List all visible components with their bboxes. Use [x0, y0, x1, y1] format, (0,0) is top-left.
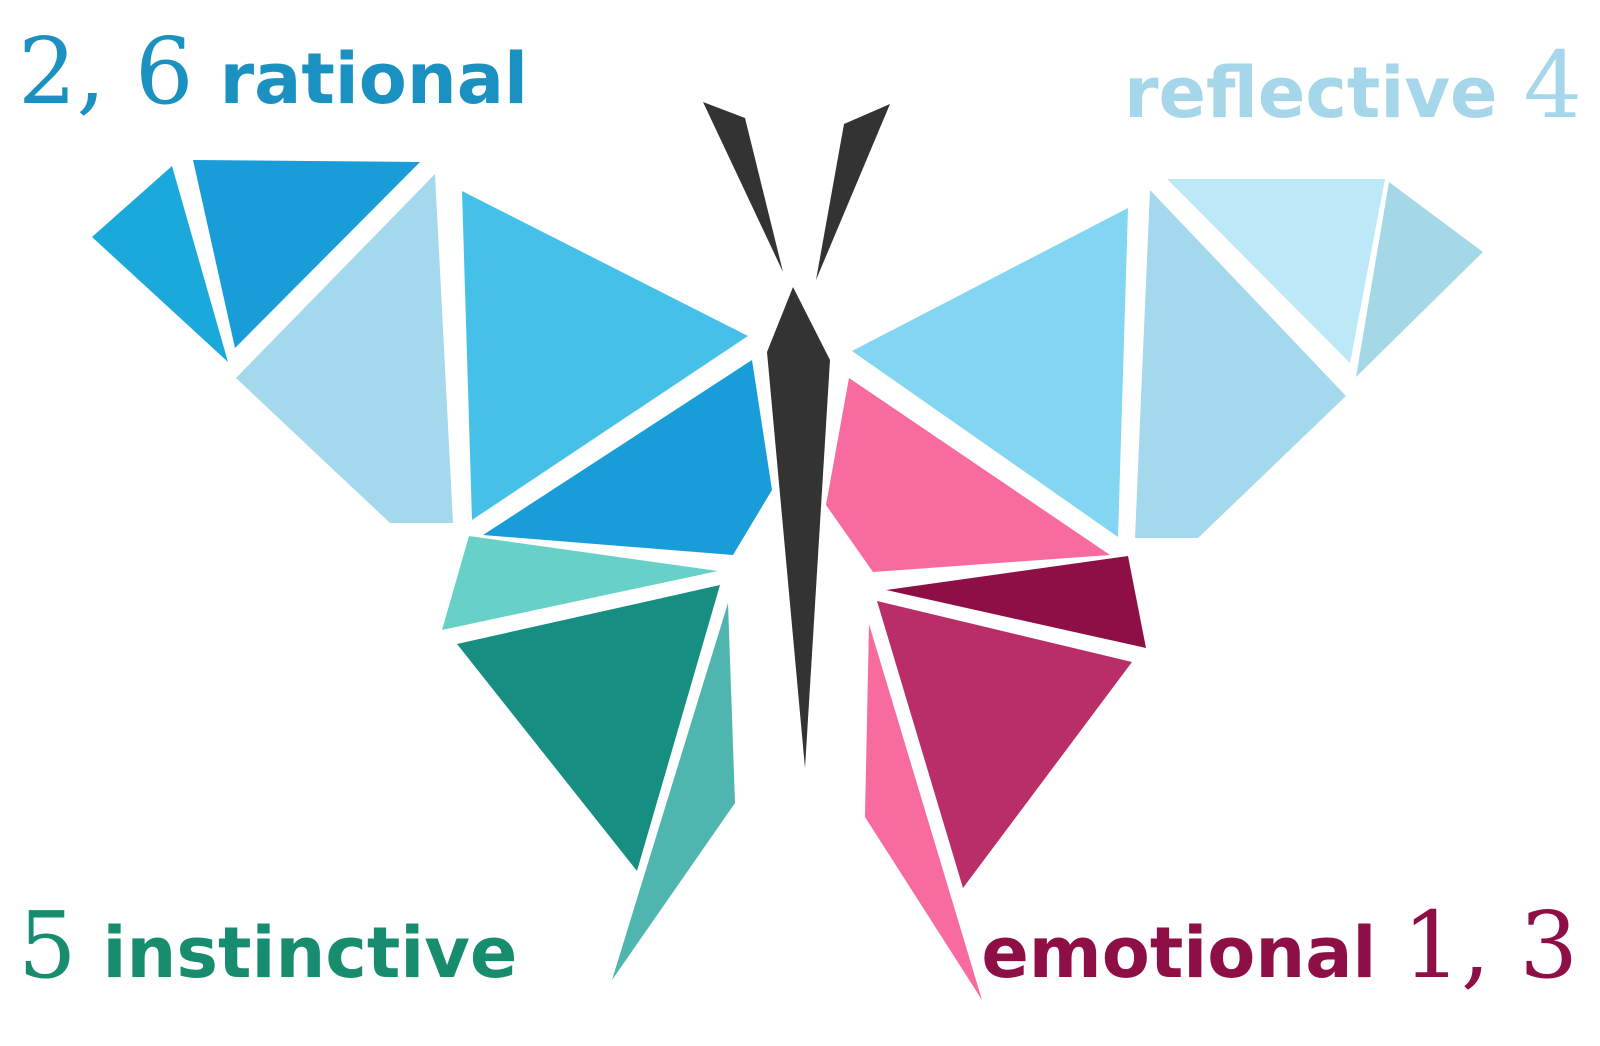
- lower-left-wing-center: [457, 585, 720, 871]
- right-antenna: [816, 104, 890, 280]
- upper-left-wing-top: [193, 160, 420, 348]
- lower-right-wing-small: [886, 556, 1146, 648]
- lower-left-wing-top: [442, 536, 718, 630]
- lower-right-wing-center: [877, 601, 1132, 888]
- left-antenna: [703, 102, 783, 272]
- upper-right-wing-inner: [1135, 190, 1346, 538]
- upper-left-wing-lower: [483, 360, 772, 555]
- instinctive-numbers: 5: [18, 892, 77, 999]
- emotional-numbers: 1, 3: [1402, 892, 1578, 999]
- lower-right-wing-tail: [865, 624, 982, 1000]
- reflective-numbers: 4: [1523, 32, 1582, 139]
- emotional-word: emotional: [981, 912, 1377, 994]
- upper-right-wing-center: [852, 208, 1128, 537]
- upper-left-wing-tip: [92, 166, 228, 362]
- lower-left-wing-tail: [612, 603, 735, 980]
- rational-numbers: 2, 6: [18, 18, 194, 125]
- instinctive-word: instinctive: [102, 912, 518, 994]
- butterfly-body: [767, 287, 830, 768]
- lower-right-wing-upper: [826, 378, 1110, 572]
- upper-left-wing-inner: [236, 174, 453, 523]
- upper-right-wing-top: [1167, 179, 1385, 363]
- rational-word: rational: [219, 38, 528, 120]
- reflective-word: reflective: [1124, 52, 1498, 134]
- upper-right-wing-tip: [1356, 182, 1483, 377]
- upper-left-wing-center: [462, 191, 748, 520]
